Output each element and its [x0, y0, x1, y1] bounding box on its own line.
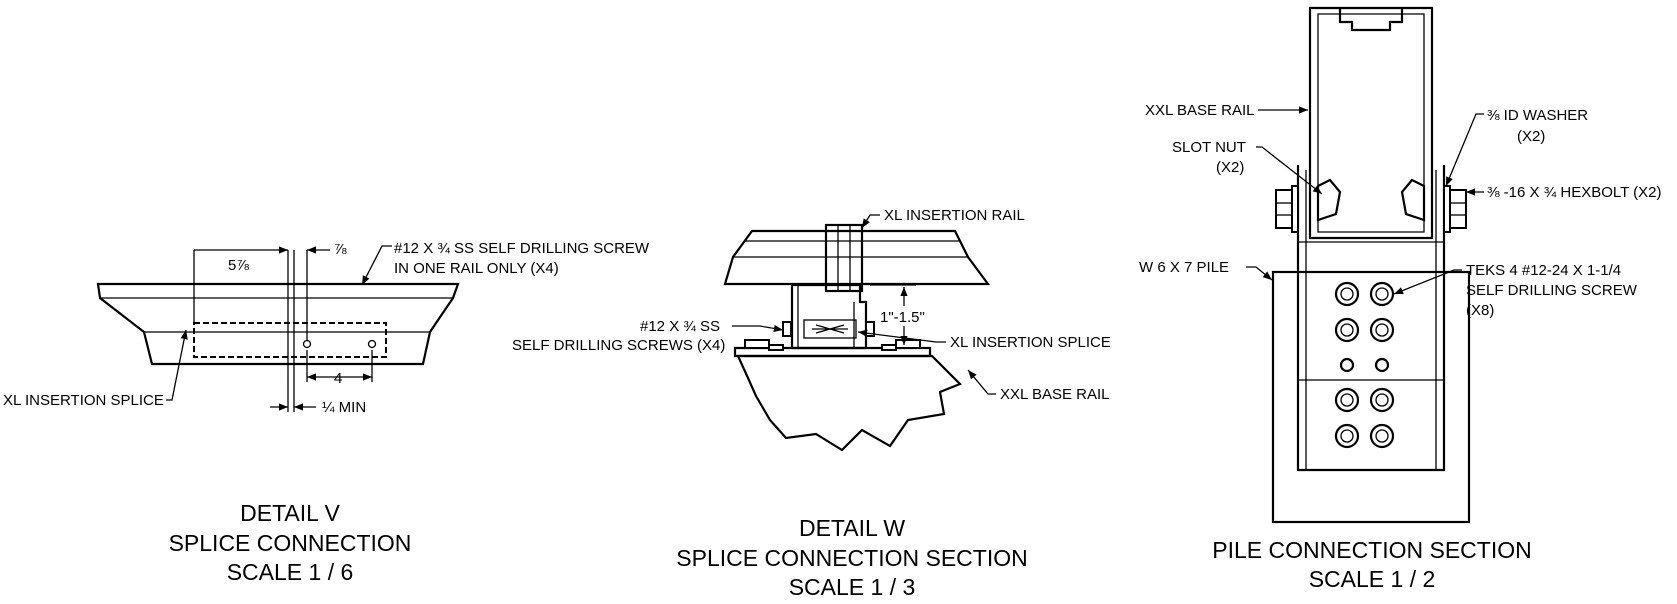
screw-head-icon: [1334, 423, 1360, 449]
teks-label-line-1: TEKS 4 #12-24 X 1-1/4: [1466, 262, 1621, 279]
broken-base: [736, 354, 962, 452]
slot-nut-left: [1316, 178, 1342, 222]
detail-v: 5⅞ ⅞ 4 ¼ MIN #12 X ¾ SS SELF DRILLING SC…: [3, 240, 650, 585]
dim-quarter-min: ¼ MIN: [322, 399, 366, 416]
teks-screw-array: [1334, 281, 1395, 449]
detail-w-caption: DETAIL W: [799, 515, 905, 541]
dim-seven-eighths: ⅞: [334, 241, 347, 258]
slot-nut-label: SLOT NUT: [1172, 139, 1246, 156]
screws-label-line-1: #12 X ¾ SS: [640, 318, 720, 335]
detail-w: 1"-1.5" XL INSERTION RAIL #12 X ¾ SS SEL…: [512, 207, 1111, 600]
screw-note-line-1: #12 X ¾ SS SELF DRILLING SCREW: [394, 240, 650, 257]
base-rail-label: XXL BASE RAIL: [1000, 386, 1110, 403]
screw-head-icon: [1369, 281, 1395, 307]
gap-dimension: 1"-1.5": [880, 309, 925, 326]
dim-five-seven-eighths: 5⅞: [228, 257, 249, 274]
hidden-insertion-splice: [193, 322, 387, 358]
splice-label: XL INSERTION SPLICE: [3, 392, 164, 409]
xxl-base-rail-profile: [1308, 6, 1434, 240]
detail-v-subcaption: SPLICE CONNECTION: [169, 530, 412, 556]
screw-head-icon: [1334, 281, 1360, 307]
bolt-head-icon: [1275, 189, 1293, 229]
pile-scale: SCALE 1 / 2: [1309, 566, 1436, 592]
pile-caption: PILE CONNECTION SECTION: [1212, 537, 1531, 563]
hexbolt-label: ⅜ -16 X ¾ HEXBOLT (X2): [1487, 184, 1662, 201]
bolt-head-icon: [1449, 189, 1467, 229]
dim-four: 4: [334, 370, 342, 387]
screw-note-line-2: IN ONE RAIL ONLY (X4): [394, 260, 559, 277]
detail-w-subcaption: SPLICE CONNECTION SECTION: [676, 545, 1027, 571]
teks-label-line-3: (X8): [1466, 302, 1494, 319]
detail-v-caption: DETAIL V: [240, 500, 340, 526]
w6x7-pile: [1271, 270, 1471, 524]
screw-head-icon: [367, 339, 377, 349]
screw-head-icon: [1369, 387, 1395, 413]
pile-bracket: [1296, 165, 1446, 472]
splice-rail-body: [96, 282, 460, 366]
slot-nut-right: [1400, 178, 1426, 222]
bolt-head-icon: [865, 321, 875, 337]
screw-head-icon: [1369, 423, 1395, 449]
washer-count: (X2): [1517, 128, 1545, 145]
teks-label-line-2: SELF DRILLING SCREW: [1466, 282, 1638, 299]
screw-head-icon: [302, 339, 312, 349]
bolt-head-icon: [782, 321, 792, 337]
screws-label-line-2: SELF DRILLING SCREWS (X4): [512, 337, 725, 354]
detail-v-scale: SCALE 1 / 6: [227, 559, 354, 585]
screw-head-icon: [1369, 317, 1395, 343]
pile-label: W 6 X 7 PILE: [1139, 259, 1229, 276]
base-rail-label: XXL BASE RAIL: [1145, 102, 1255, 119]
slot-nut-count: (X2): [1216, 159, 1244, 176]
washer-label: ⅜ ID WASHER: [1487, 107, 1588, 124]
detail-w-scale: SCALE 1 / 3: [789, 574, 916, 600]
insertion-rail-label: XL INSERTION RAIL: [884, 207, 1025, 224]
screw-head-icon: [1334, 317, 1360, 343]
insertion-splice-label: XL INSERTION SPLICE: [950, 334, 1111, 351]
screw-head-icon: [1334, 387, 1360, 413]
pile-connection: XXL BASE RAIL SLOT NUT (X2) ⅜ ID WASHER …: [1139, 6, 1662, 592]
